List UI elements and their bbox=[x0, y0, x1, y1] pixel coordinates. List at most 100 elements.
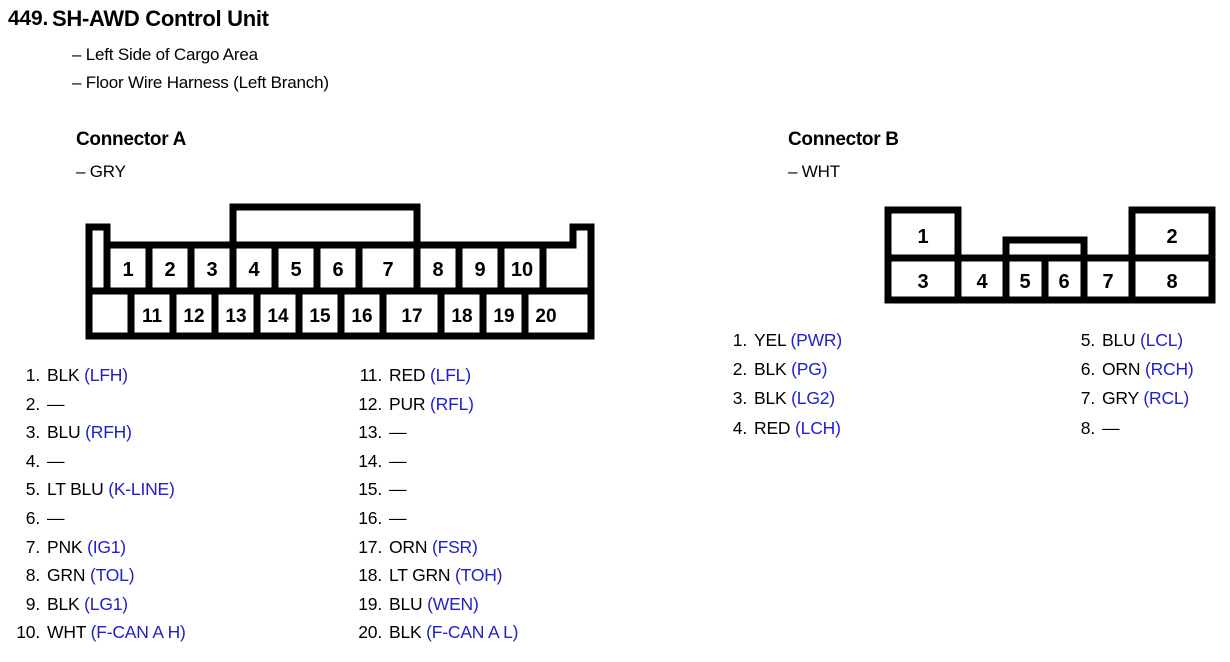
pin-value: GRN (TOL) bbox=[47, 565, 135, 586]
pin-number: 3. bbox=[732, 388, 747, 409]
pin-number: 8. bbox=[1080, 417, 1095, 438]
pin-label: 12 bbox=[183, 306, 204, 327]
wire-color: RED bbox=[754, 417, 791, 438]
pin-row: 4. RED (LCH) bbox=[731, 418, 842, 447]
pin-label: 8 bbox=[432, 259, 443, 281]
pin-number: 7. bbox=[1080, 388, 1095, 409]
signal-name: (LG2) bbox=[791, 388, 835, 409]
wire-color: WHT bbox=[47, 622, 86, 643]
pin-number: 6. bbox=[1080, 359, 1095, 380]
pin-label: 6 bbox=[1058, 271, 1069, 293]
pin-row: 16.— bbox=[352, 508, 518, 537]
pin-value: ORN (RCH) bbox=[1102, 359, 1194, 380]
pin-number: 18. bbox=[358, 565, 382, 586]
pin-number: 12. bbox=[358, 393, 382, 414]
location-line: – Left Side of Cargo Area bbox=[72, 45, 258, 64]
pin-label: 11 bbox=[142, 306, 163, 327]
pin-value: PNK (IG1) bbox=[47, 537, 126, 558]
pin-row: 12. PUR (RFL) bbox=[352, 394, 518, 423]
pin-label: 9 bbox=[474, 259, 485, 281]
wire-color: YEL bbox=[754, 330, 786, 350]
pin-value: WHT (F-CAN A H) bbox=[47, 622, 186, 643]
pin-number: 11. bbox=[359, 365, 383, 385]
pin-number: 2. bbox=[25, 393, 40, 414]
pin-row: 20.BLK (F-CAN A L) bbox=[352, 622, 518, 651]
wire-color: BLK bbox=[47, 365, 80, 385]
pin-row: 5.BLU (LCL) bbox=[1079, 330, 1194, 359]
signal-name: (TOL) bbox=[89, 565, 135, 586]
connector-b-pinlist-left: 1.YEL (PWR)2.BLK (PG)3.BLK (LG2)4.RED (L… bbox=[731, 330, 842, 447]
pin-value: BLU (RFH) bbox=[47, 422, 132, 443]
pin-label: 3 bbox=[917, 271, 928, 293]
pin-row: 6. ORN (RCH) bbox=[1079, 359, 1194, 388]
signal-name: (WEN) bbox=[427, 593, 479, 614]
pin-row: 4. — bbox=[10, 451, 186, 480]
pin-empty: — bbox=[389, 479, 407, 500]
signal-name: (IG1) bbox=[87, 536, 126, 557]
pin-label: 7 bbox=[1102, 271, 1113, 293]
pin-value: RED (LFL) bbox=[389, 365, 471, 386]
wire-color: RED bbox=[389, 365, 426, 385]
connector-a-title: Connector A bbox=[76, 129, 186, 150]
pin-number: 2. bbox=[732, 359, 747, 380]
pin-label: 2 bbox=[1166, 226, 1177, 248]
signal-name: (F-CAN A L) bbox=[426, 622, 519, 643]
pin-value: — bbox=[389, 507, 407, 529]
pin-number: 15. bbox=[358, 479, 382, 500]
pin-number: 8. bbox=[25, 565, 40, 586]
pin-value: — bbox=[47, 451, 65, 472]
pin-number: 6. bbox=[25, 507, 40, 528]
pin-row: 1.YEL (PWR) bbox=[731, 330, 842, 359]
connector-a-color: – GRY bbox=[76, 162, 126, 181]
signal-name: (LG1) bbox=[84, 593, 128, 614]
pin-number: 20. bbox=[358, 622, 382, 643]
pin-value: GRY (RCL) bbox=[1102, 388, 1189, 409]
pin-label: 16 bbox=[351, 306, 372, 327]
pin-value: BLK (LG2) bbox=[754, 388, 835, 409]
pin-row: 1. BLK (LFH) bbox=[10, 365, 186, 394]
signal-name: (LCL) bbox=[1140, 330, 1183, 350]
pin-value: ORN (FSR) bbox=[389, 537, 478, 558]
pin-value: — bbox=[389, 422, 407, 443]
pin-label: 5 bbox=[1019, 271, 1030, 293]
pin-empty: — bbox=[47, 507, 65, 528]
pin-number: 19. bbox=[358, 593, 382, 614]
pin-empty: — bbox=[47, 393, 65, 414]
pin-label: 8 bbox=[1166, 271, 1177, 293]
pin-row: 3. BLK (LG2) bbox=[731, 388, 842, 417]
pin-empty: — bbox=[389, 450, 407, 471]
pin-number: 17. bbox=[358, 536, 382, 557]
pin-row: 18. LT GRN (TOH) bbox=[352, 565, 518, 594]
pin-value: — bbox=[47, 393, 65, 415]
wire-color: BLU bbox=[389, 593, 423, 614]
pin-value: BLK (LFH) bbox=[47, 365, 128, 386]
pin-value: BLK (LG1) bbox=[47, 594, 128, 615]
pin-value: LT GRN (TOH) bbox=[389, 565, 503, 586]
pin-number: 10. bbox=[16, 622, 40, 643]
signal-name: (LCH) bbox=[795, 417, 841, 438]
wire-color: LT GRN bbox=[389, 565, 451, 586]
pin-row: 10. WHT (F-CAN A H) bbox=[10, 622, 186, 651]
pin-number: 4. bbox=[732, 417, 747, 438]
pin-row: 8. GRN (TOL) bbox=[10, 565, 186, 594]
wire-color: BLK bbox=[754, 388, 787, 409]
pin-number: 1. bbox=[25, 365, 40, 385]
pin-number: 5. bbox=[1080, 330, 1095, 350]
connector-b-color: – WHT bbox=[788, 162, 840, 181]
pin-value: BLK (PG) bbox=[754, 359, 827, 380]
pin-row: 19. BLU (WEN) bbox=[352, 594, 518, 623]
pin-label: 1 bbox=[122, 259, 133, 281]
pin-label: 14 bbox=[267, 306, 289, 327]
signal-name: (F-CAN A H) bbox=[90, 622, 186, 643]
wire-color: BLU bbox=[47, 422, 81, 443]
signal-name: (RFH) bbox=[85, 422, 132, 443]
signal-name: (TOH) bbox=[455, 565, 503, 586]
pin-empty: — bbox=[389, 507, 407, 528]
pin-label: 4 bbox=[248, 259, 260, 281]
wire-color: PUR bbox=[389, 393, 426, 414]
pin-value: PUR (RFL) bbox=[389, 394, 474, 415]
harness-line: – Floor Wire Harness (Left Branch) bbox=[72, 73, 329, 92]
pin-number: 1. bbox=[732, 330, 747, 350]
pin-number: 4. bbox=[25, 450, 40, 471]
pin-row: 7. GRY (RCL) bbox=[1079, 388, 1194, 417]
